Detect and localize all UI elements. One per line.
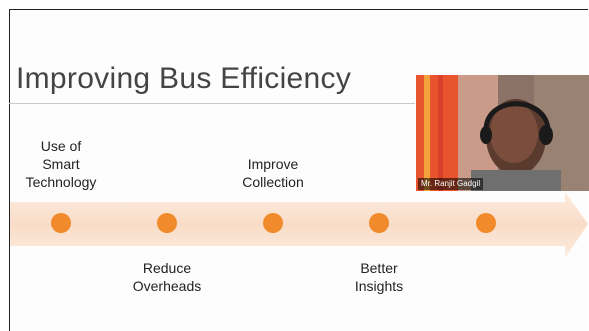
participant-name-tag: Mr. Ranjit Gadgil bbox=[418, 178, 484, 190]
step-label-better-insights: Better Insights bbox=[324, 259, 434, 295]
slide-title: Improving Bus Efficiency bbox=[16, 62, 352, 95]
step-label-smart-technology: Use of Smart Technology bbox=[6, 137, 116, 191]
participant-video-feed bbox=[416, 75, 589, 191]
title-divider bbox=[9, 103, 415, 104]
step-label-text: Reduce Overheads bbox=[132, 260, 202, 294]
timeline-dot-3 bbox=[263, 213, 283, 233]
timeline-arrow bbox=[10, 192, 588, 258]
step-label-text: Use of Smart Technology bbox=[25, 138, 97, 190]
step-label-reduce-overheads: Reduce Overheads bbox=[112, 259, 222, 295]
timeline-dot-4 bbox=[369, 213, 389, 233]
step-label-text: Better Insights bbox=[354, 260, 404, 294]
timeline-dot-5 bbox=[476, 213, 496, 233]
participant-video-tile[interactable]: Mr. Ranjit Gadgil bbox=[416, 75, 589, 191]
step-label-improve-collection: Improve Collection bbox=[218, 155, 328, 191]
timeline-dot-2 bbox=[157, 213, 177, 233]
timeline-dot-1 bbox=[51, 213, 71, 233]
step-label-text: Improve Collection bbox=[242, 156, 304, 190]
